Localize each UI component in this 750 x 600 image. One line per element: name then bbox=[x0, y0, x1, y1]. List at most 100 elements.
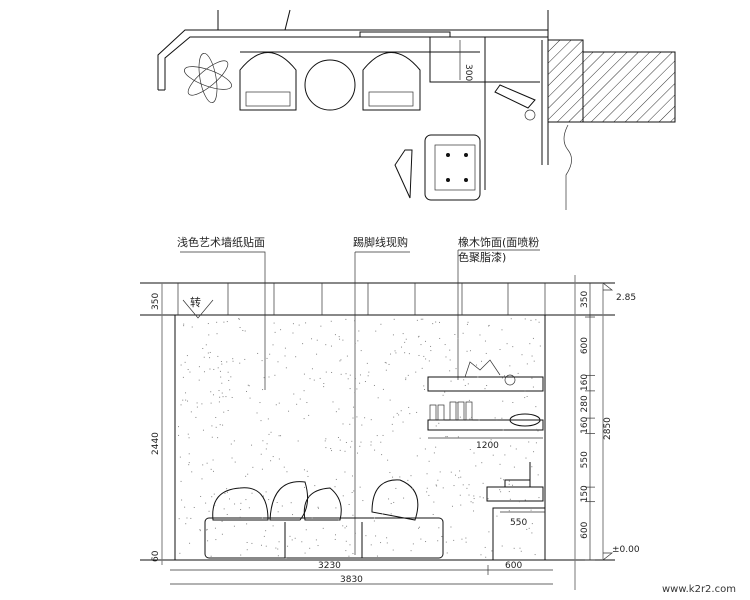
speckle bbox=[407, 374, 409, 376]
speckle bbox=[207, 323, 209, 325]
speckle bbox=[278, 458, 280, 460]
speckle bbox=[228, 379, 230, 381]
speckle bbox=[247, 473, 249, 475]
speckle bbox=[219, 370, 221, 372]
speckle bbox=[392, 334, 394, 336]
speckle bbox=[401, 346, 403, 348]
speckle bbox=[437, 479, 439, 481]
speckle bbox=[188, 462, 190, 464]
speckle bbox=[323, 383, 325, 385]
speckle bbox=[345, 540, 347, 542]
speckle bbox=[392, 430, 394, 432]
speckle bbox=[449, 349, 451, 351]
speckle bbox=[257, 352, 259, 354]
speckle bbox=[185, 399, 187, 401]
speckle bbox=[381, 454, 383, 456]
speckle bbox=[360, 350, 362, 352]
speckle bbox=[268, 499, 270, 501]
speckle bbox=[215, 417, 217, 419]
speckle bbox=[410, 550, 412, 552]
speckle bbox=[526, 395, 528, 397]
speckle bbox=[389, 472, 391, 474]
speckle bbox=[506, 343, 508, 345]
speckle bbox=[199, 530, 201, 532]
speckle bbox=[180, 480, 182, 482]
speckle bbox=[524, 499, 526, 501]
speckle bbox=[183, 325, 185, 327]
speckle bbox=[307, 475, 309, 477]
speckle bbox=[218, 390, 220, 392]
speckle bbox=[426, 473, 428, 475]
speckle bbox=[334, 538, 336, 540]
speckle bbox=[248, 507, 250, 509]
speckle bbox=[227, 410, 229, 412]
speckle bbox=[426, 487, 428, 489]
speckle bbox=[513, 466, 515, 468]
speckle bbox=[211, 496, 213, 498]
speckle bbox=[277, 361, 279, 363]
speckle bbox=[349, 374, 351, 376]
speckle bbox=[528, 527, 530, 529]
speckle bbox=[351, 492, 353, 494]
speckle bbox=[217, 367, 219, 369]
speckle bbox=[373, 520, 375, 522]
speckle bbox=[226, 491, 228, 493]
speckle bbox=[208, 510, 210, 512]
speckle bbox=[270, 431, 272, 433]
speckle bbox=[473, 498, 475, 500]
speckle bbox=[376, 555, 378, 557]
bowl bbox=[509, 413, 541, 427]
speckle bbox=[191, 326, 193, 328]
speckle bbox=[269, 353, 271, 355]
speckle bbox=[484, 388, 486, 390]
speckle bbox=[198, 366, 200, 368]
speckle bbox=[451, 505, 453, 507]
speckle bbox=[345, 550, 347, 552]
speckle bbox=[359, 486, 361, 488]
speckle bbox=[532, 337, 534, 339]
speckle bbox=[353, 490, 355, 492]
speckle bbox=[260, 453, 262, 455]
speckle bbox=[284, 355, 286, 357]
speckle bbox=[389, 399, 391, 401]
speckle bbox=[288, 410, 290, 412]
speckle bbox=[488, 531, 490, 533]
speckle bbox=[292, 332, 294, 334]
label-wallpaper: 浅色艺术墙纸贴面 bbox=[177, 235, 265, 249]
speckle bbox=[442, 394, 444, 396]
speckle bbox=[244, 330, 246, 332]
speckle bbox=[373, 384, 375, 386]
speckle bbox=[187, 433, 189, 435]
speckle bbox=[348, 555, 350, 557]
speckle bbox=[535, 442, 537, 444]
speckle bbox=[247, 384, 249, 386]
speckle bbox=[335, 411, 337, 413]
side-cabinet bbox=[486, 486, 544, 502]
speckle bbox=[537, 474, 539, 476]
speckle bbox=[426, 491, 428, 493]
speckle bbox=[481, 462, 483, 464]
speckle bbox=[298, 324, 300, 326]
speckle bbox=[356, 388, 358, 390]
speckle bbox=[277, 511, 279, 513]
speckle bbox=[267, 418, 269, 420]
speckle bbox=[201, 403, 203, 405]
speckle bbox=[449, 359, 451, 361]
round-table bbox=[304, 59, 356, 111]
speckle bbox=[439, 337, 441, 339]
speckle bbox=[454, 334, 456, 336]
speckle bbox=[352, 514, 354, 516]
speckle bbox=[308, 414, 310, 416]
speckle bbox=[238, 318, 240, 320]
speckle bbox=[524, 318, 526, 320]
speckle bbox=[477, 376, 479, 378]
speckle bbox=[388, 498, 390, 500]
speckle bbox=[459, 470, 461, 472]
speckle bbox=[453, 485, 455, 487]
speckle bbox=[334, 486, 336, 488]
right-dim: 160 bbox=[580, 416, 590, 433]
speckle bbox=[365, 535, 367, 537]
armchair bbox=[394, 134, 481, 201]
speckle bbox=[219, 424, 221, 426]
